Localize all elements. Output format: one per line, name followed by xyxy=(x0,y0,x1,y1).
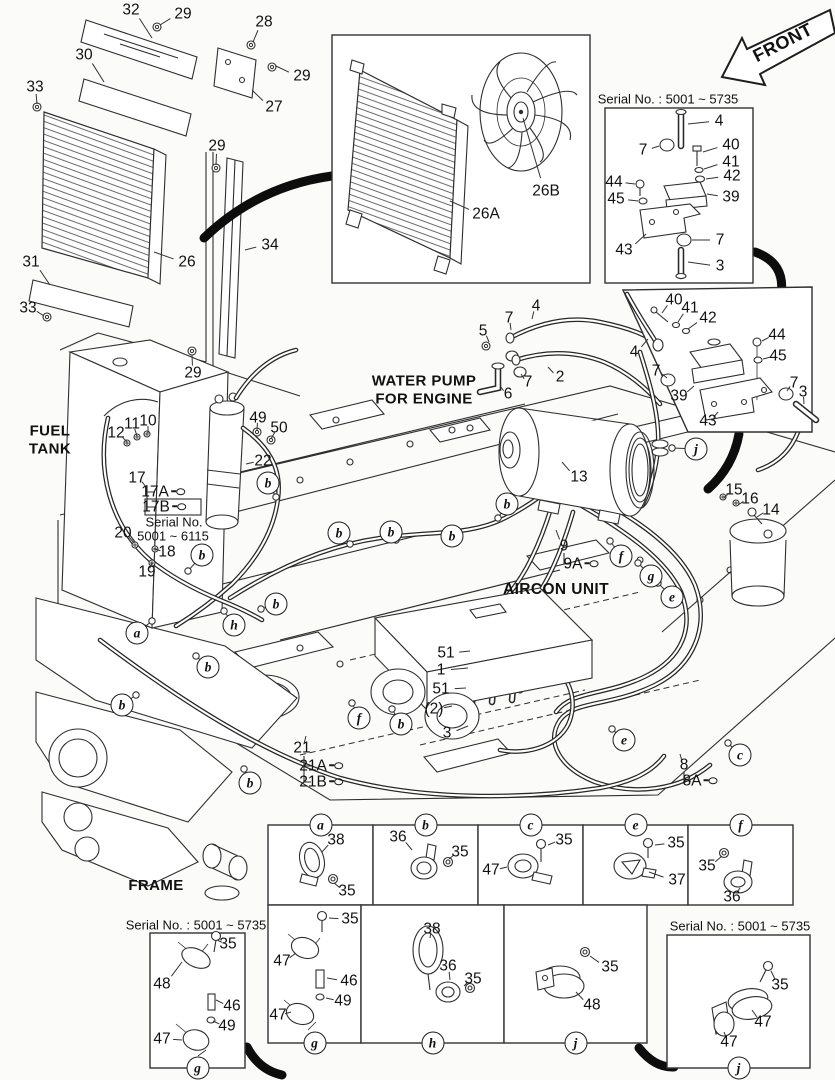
inset-part-sketches xyxy=(175,52,820,1057)
front-arrow xyxy=(720,8,835,87)
detail-boxes-layer xyxy=(149,34,811,1069)
machine-art xyxy=(28,8,835,1080)
detail-box-h xyxy=(360,904,505,1044)
detail-box-g xyxy=(267,904,362,1044)
